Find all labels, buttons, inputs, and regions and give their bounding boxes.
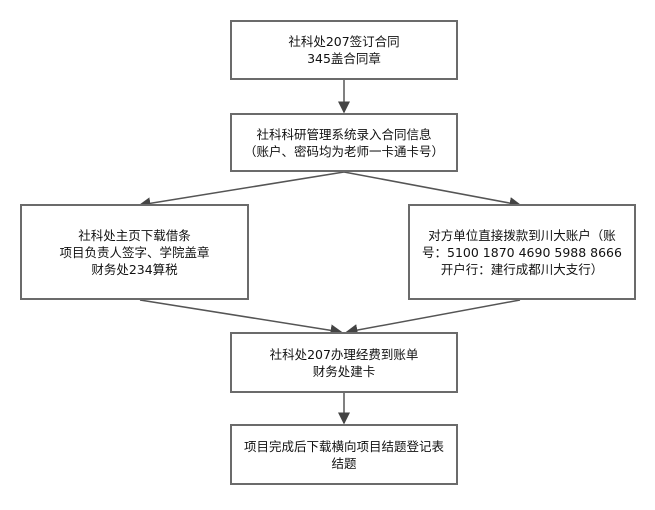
node-text: 开户行：建行成都川大支行） <box>440 261 604 277</box>
node-download-iou: 社科处主页下载借条 项目负责人签字、学院盖章 财务处234算税 <box>20 204 249 300</box>
node-text: 社科科研管理系统录入合同信息 <box>256 126 432 142</box>
node-text: 社科处207办理经费到账单 <box>269 346 419 362</box>
node-enter-system: 社科科研管理系统录入合同信息 （账户、密码均为老师一卡通卡号） <box>230 113 458 172</box>
arrow-2-left <box>138 171 345 210</box>
node-text: 345盖合同章 <box>307 51 381 66</box>
node-completion: 项目完成后下载横向项目结题登记表 结题 <box>230 424 458 485</box>
node-text: （账户、密码均为老师一卡通卡号） <box>243 143 444 159</box>
node-process-funds: 社科处207办理经费到账单 财务处建卡 <box>230 332 458 393</box>
node-text: 对方单位直接拨款到川大账户（账 <box>428 227 616 243</box>
node-text: 社科处207签订合同 <box>288 34 400 49</box>
node-text: 社科处主页下载借条 <box>78 227 191 243</box>
node-text: 结题 <box>331 455 357 471</box>
node-text: 财务处234算税 <box>91 261 178 277</box>
arrow-2-right <box>343 171 522 209</box>
node-text: 项目完成后下载横向项目结题登记表 <box>243 438 444 454</box>
arrow-left-4 <box>139 299 343 337</box>
node-text: 号：5100 1870 4690 5988 8666 <box>422 244 622 260</box>
arrow-right-4 <box>345 299 521 336</box>
node-sign-contract: 社科处207签订合同 345盖合同章 <box>230 20 458 80</box>
node-text: 财务处建卡 <box>312 363 376 379</box>
node-text: 项目负责人签字、学院盖章 <box>59 244 210 260</box>
node-direct-transfer: 对方单位直接拨款到川大账户（账 号：5100 1870 4690 5988 86… <box>408 204 636 300</box>
